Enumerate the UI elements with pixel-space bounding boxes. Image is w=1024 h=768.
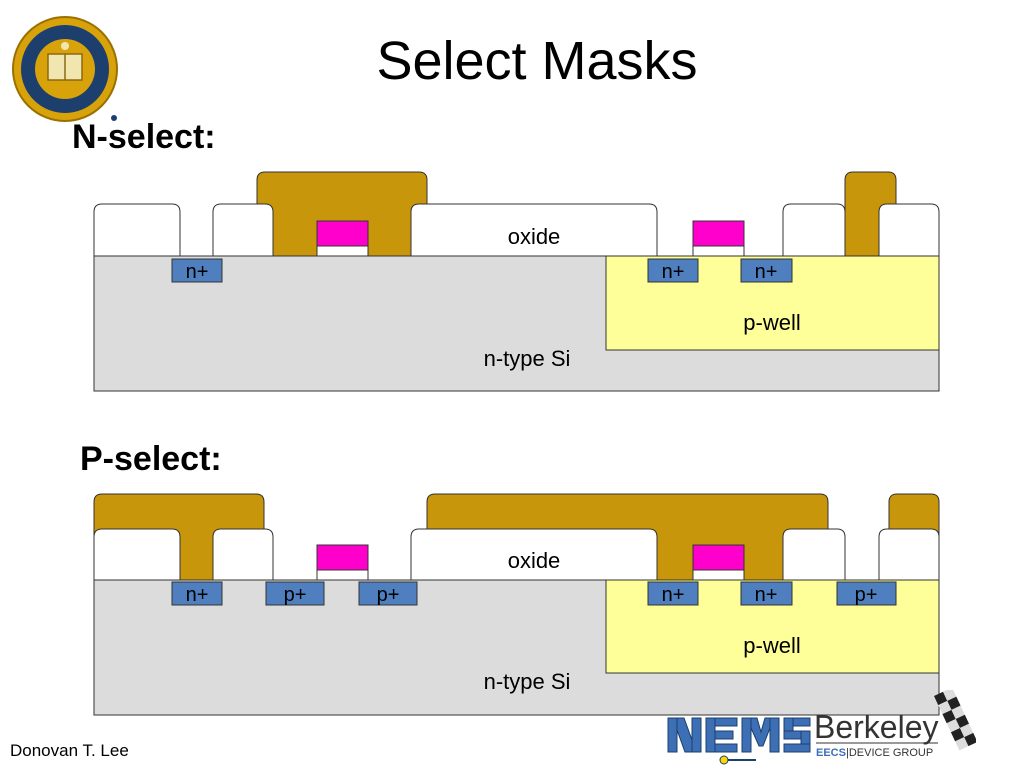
- n-select-mask: [256, 171, 428, 257]
- substrate-label: n-type Si: [484, 669, 571, 694]
- polysilicon-gate: [316, 220, 369, 247]
- p-well-label: p-well: [743, 310, 800, 335]
- diffusion-region: [740, 258, 793, 283]
- gate-oxide: [692, 569, 745, 581]
- p-select-label: P-select:: [80, 440, 222, 478]
- diffusion-label: n+: [662, 261, 685, 283]
- oxide-block: [410, 203, 658, 257]
- diffusion-label: n+: [662, 584, 685, 606]
- n-select-label: N-select:: [72, 118, 216, 156]
- oxide-block: [878, 528, 940, 581]
- oxide-block: [93, 203, 181, 257]
- svg-text:|DEVICE GROUP: |DEVICE GROUP: [846, 747, 933, 759]
- oxide-block: [782, 203, 846, 257]
- nems-berkeley-logo: Berkeley EECS |DEVICE GROUP: [667, 690, 976, 765]
- uc-berkeley-seal-logo: [12, 16, 118, 122]
- diffusion-label: n+: [755, 584, 778, 606]
- author-name: Donovan T. Lee: [10, 741, 129, 760]
- diffusion-label: n+: [186, 584, 209, 606]
- p-select-cross-section: n+ p+ p+ n+ n+ p+ oxide p-well n-type Si: [93, 493, 940, 716]
- diffusion-region: [740, 581, 793, 606]
- polysilicon-gate: [692, 544, 745, 571]
- diffusion-label: n+: [186, 261, 209, 283]
- oxide-block: [93, 528, 181, 581]
- diffusion-region: [647, 258, 699, 283]
- oxide-label: oxide: [508, 548, 561, 573]
- gate-oxide: [316, 245, 369, 257]
- gate-oxide: [692, 245, 745, 257]
- diffusion-region: [171, 581, 223, 606]
- oxide-block: [212, 528, 274, 581]
- diffusion-region: [265, 581, 325, 606]
- oxide-block: [212, 203, 274, 257]
- polysilicon-gate: [316, 544, 369, 571]
- svg-text:Berkeley: Berkeley: [814, 709, 939, 745]
- oxide-label: oxide: [508, 224, 561, 249]
- diffusion-label: p+: [284, 584, 307, 606]
- diffusion-region: [836, 581, 897, 606]
- gate-oxide: [316, 569, 369, 581]
- n-select-cross-section: n+ n+ n+ oxide p-well n-type Si: [93, 171, 940, 392]
- diffusion-region: [171, 258, 223, 283]
- oxide-block: [782, 528, 846, 581]
- svg-text:EECS: EECS: [816, 747, 846, 759]
- diffusion-label: p+: [377, 584, 400, 606]
- substrate-label: n-type Si: [484, 346, 571, 371]
- p-well-label: p-well: [743, 633, 800, 658]
- diffusion-label: p+: [855, 584, 878, 606]
- diffusion-region: [647, 581, 699, 606]
- oxide-block: [410, 528, 658, 581]
- oxide-block: [878, 203, 940, 257]
- polysilicon-gate: [692, 220, 745, 247]
- diffusion-label: n+: [755, 261, 778, 283]
- diffusion-region: [358, 581, 418, 606]
- page-title: Select Masks: [376, 31, 698, 91]
